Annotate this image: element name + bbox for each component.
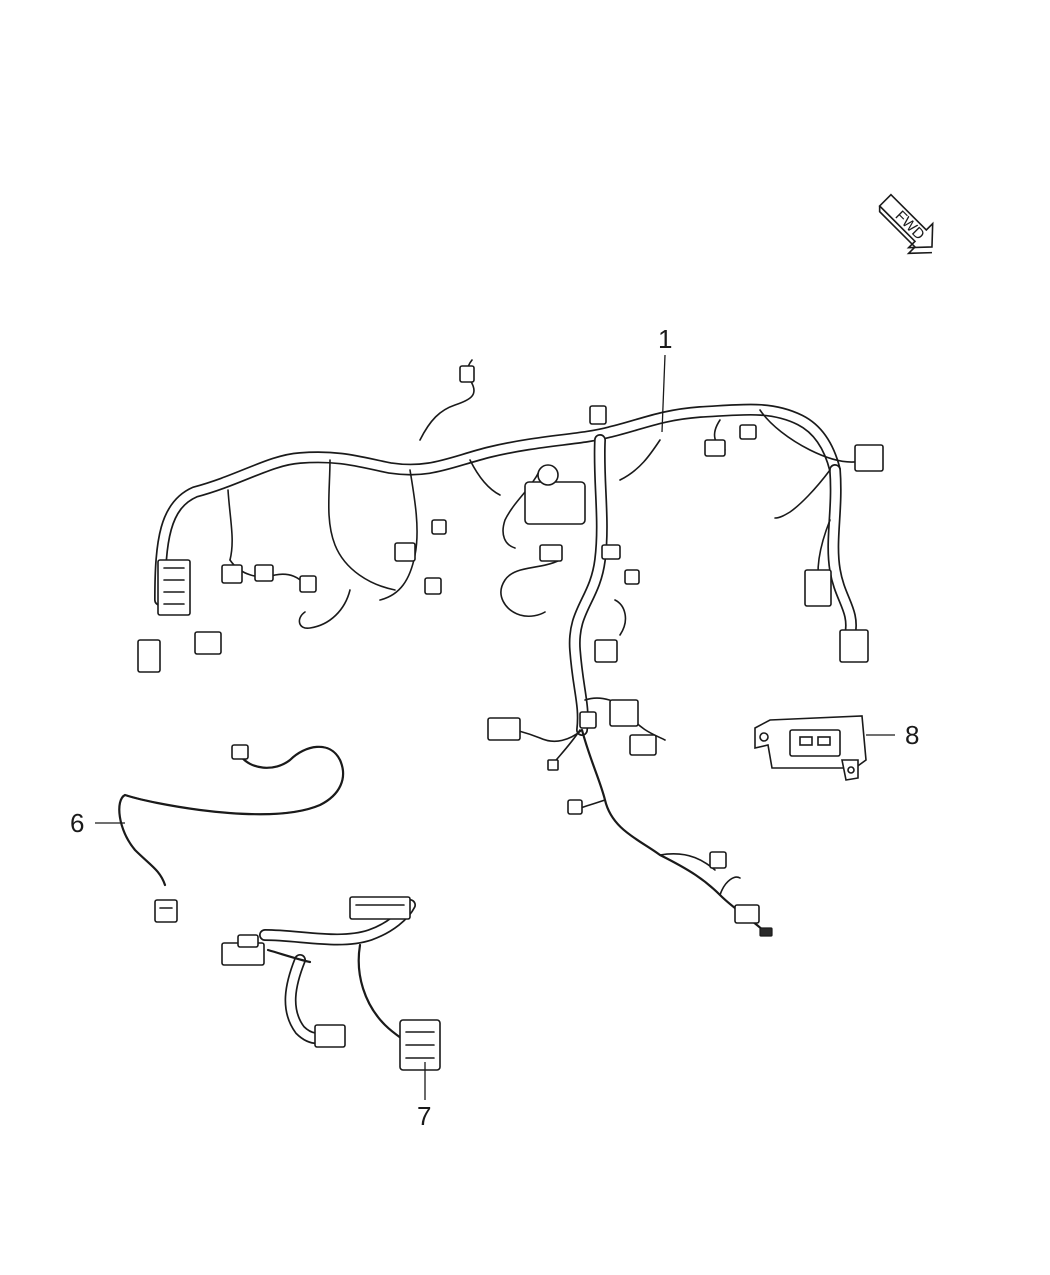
module-bracket-8 [754, 715, 867, 781]
callout-8: 8 [905, 720, 919, 750]
fwd-arrow-icon: FWD [878, 193, 934, 255]
jumper-harness-7 [221, 896, 441, 1071]
instrument-panel-harness [137, 359, 884, 937]
callout-1-leader [661, 354, 666, 433]
callout-1: 1 [658, 324, 672, 354]
callout-6: 6 [70, 808, 84, 838]
callout-7: 7 [417, 1101, 431, 1131]
jumper-harness-6 [118, 744, 345, 923]
